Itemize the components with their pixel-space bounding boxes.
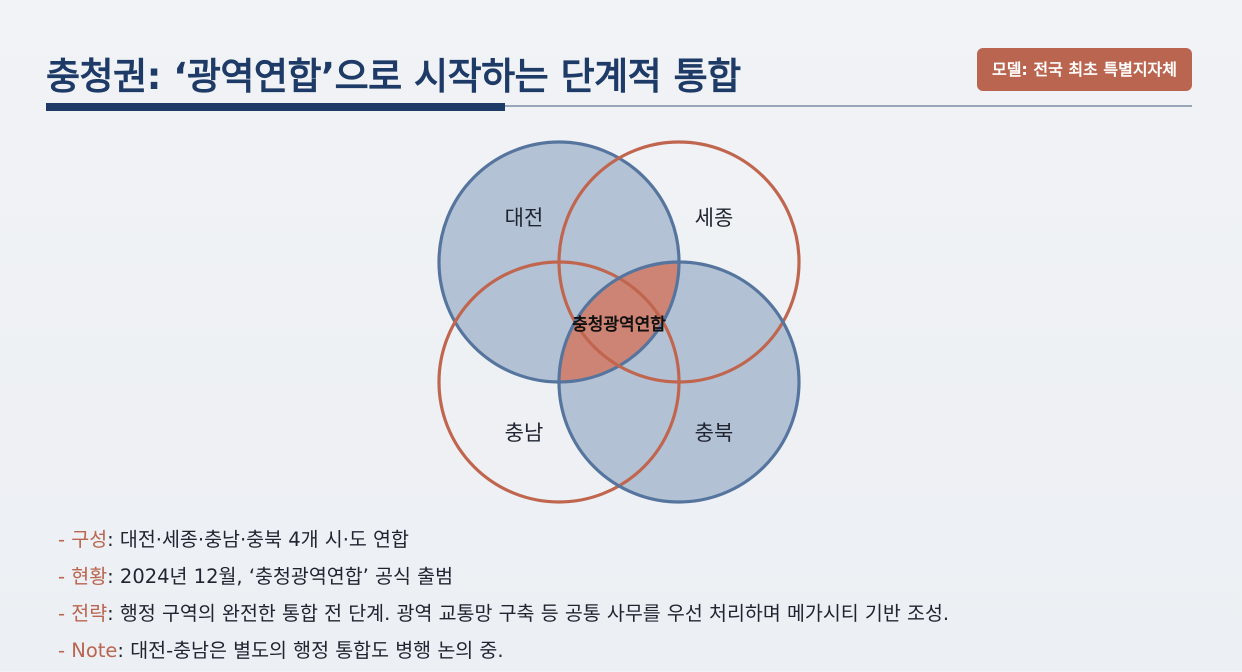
bullet-note: - Note: 대전-충남은 별도의 행정 통합도 병행 논의 중.: [58, 635, 949, 672]
venn-center-label: 충청광역연합: [572, 314, 666, 335]
bullet-text: : 행정 구역의 완전한 통합 전 단계. 광역 교통망 구축 등 공통 사무를…: [107, 602, 950, 625]
page-title: 충청권: ‘광역연합’으로 시작하는 단계적 통합: [46, 55, 741, 98]
bullet-dash: -: [58, 528, 72, 551]
bullet-text: : 대전·세종·충남·충북 4개 시·도 연합: [107, 528, 409, 551]
bullet-dash: -: [58, 602, 72, 625]
circle-label-sejong: 세종: [695, 206, 734, 230]
bullet-key: 현황: [71, 565, 108, 588]
bullet-list: - 구성: 대전·세종·충남·충북 4개 시·도 연합 - 현황: 2024년 …: [58, 524, 949, 672]
circle-label-chungnam: 충남: [505, 421, 544, 445]
header-divider: [505, 105, 1192, 107]
circle-chungbuk-outline: [557, 260, 801, 504]
bullet-composition: - 구성: 대전·세종·충남·충북 4개 시·도 연합: [58, 524, 949, 561]
bullet-status: - 현황: 2024년 12월, ‘충청광역연합’ 공식 출범: [58, 561, 949, 598]
circle-chungnam-outline: [437, 260, 681, 504]
bullet-text: : 대전-충남은 별도의 행정 통합도 병행 논의 중.: [117, 639, 504, 662]
bullet-strategy: - 전략: 행정 구역의 완전한 통합 전 단계. 광역 교통망 구축 등 공통…: [58, 598, 949, 635]
model-badge: 모델: 전국 최초 특별지자체: [976, 48, 1192, 91]
bullet-key: 구성: [71, 528, 108, 551]
bullet-dash: -: [58, 565, 72, 588]
venn-center-overlap: [559, 262, 679, 382]
bullet-key: Note: [71, 639, 118, 662]
title-underline: [46, 103, 505, 111]
circle-label-daejeon: 대전: [505, 206, 544, 230]
circle-label-chungbuk: 충북: [695, 421, 734, 445]
bullet-dash: -: [58, 639, 72, 662]
bullet-text: : 2024년 12월, ‘충청광역연합’ 공식 출범: [107, 565, 454, 588]
bullet-key: 전략: [71, 602, 108, 625]
